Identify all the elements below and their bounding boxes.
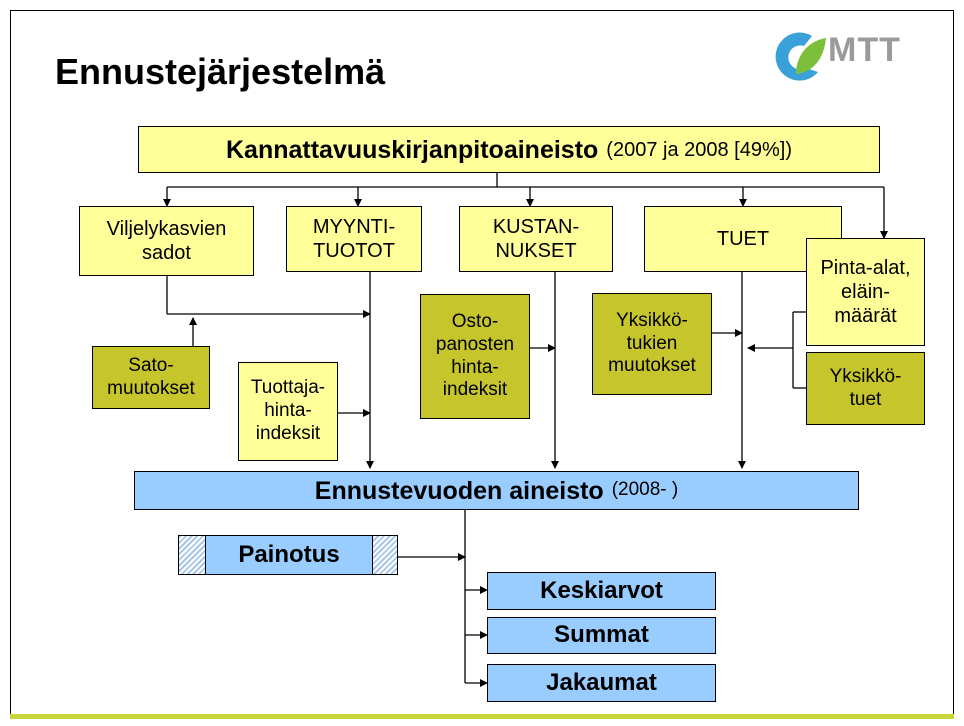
logo-text: MTT <box>828 31 901 69</box>
kustannukset-box: KUSTAN- NUKSET <box>459 206 613 272</box>
output-summat-box: Summat <box>487 617 716 654</box>
forecast-data-box: Ennustevuoden aineisto (2008- ) <box>134 471 859 510</box>
weighting-divider-right <box>372 536 373 574</box>
weighting-box: Painotus <box>178 535 398 575</box>
output-keskiarvot-box: Keskiarvot <box>487 572 716 610</box>
mtt-logo-icon <box>775 32 826 81</box>
weighting-label: Painotus <box>206 536 372 574</box>
yksikkotuet-box: Yksikkö- tuet <box>806 352 925 425</box>
source-label: Kannattavuuskirjanpitoaineisto <box>226 135 599 164</box>
tuottajahinta-indeksit-box: Tuottaja- hinta- indeksit <box>238 362 338 461</box>
weighting-divider-left <box>205 536 206 574</box>
bottom-accent-bar <box>10 714 954 719</box>
source-data-box: Kannattavuuskirjanpitoaineisto (2007 ja … <box>138 126 880 173</box>
viljelykasvien-sadot-box: Viljelykasvien sadot <box>79 206 254 276</box>
forecast-note: (2008- ) <box>611 479 679 501</box>
satomuutokset-box: Sato- muutokset <box>92 346 210 409</box>
myyntituotot-box: MYYNTI- TUOTOT <box>286 206 422 272</box>
yksikkotukien-muutokset-box: Yksikkö- tukien muutokset <box>592 293 712 395</box>
ostopanosten-hintaindeksit-box: Osto- panosten hinta- indeksit <box>420 294 530 419</box>
pinta-alat-box: Pinta-alat, eläin- määrät <box>806 238 925 346</box>
slide-title: Ennustejärjestelmä <box>55 51 386 92</box>
output-jakaumat-box: Jakaumat <box>487 664 716 702</box>
source-note: (2007 ja 2008 [49%]) <box>606 138 792 161</box>
forecast-label: Ennustevuoden aineisto <box>314 476 604 505</box>
